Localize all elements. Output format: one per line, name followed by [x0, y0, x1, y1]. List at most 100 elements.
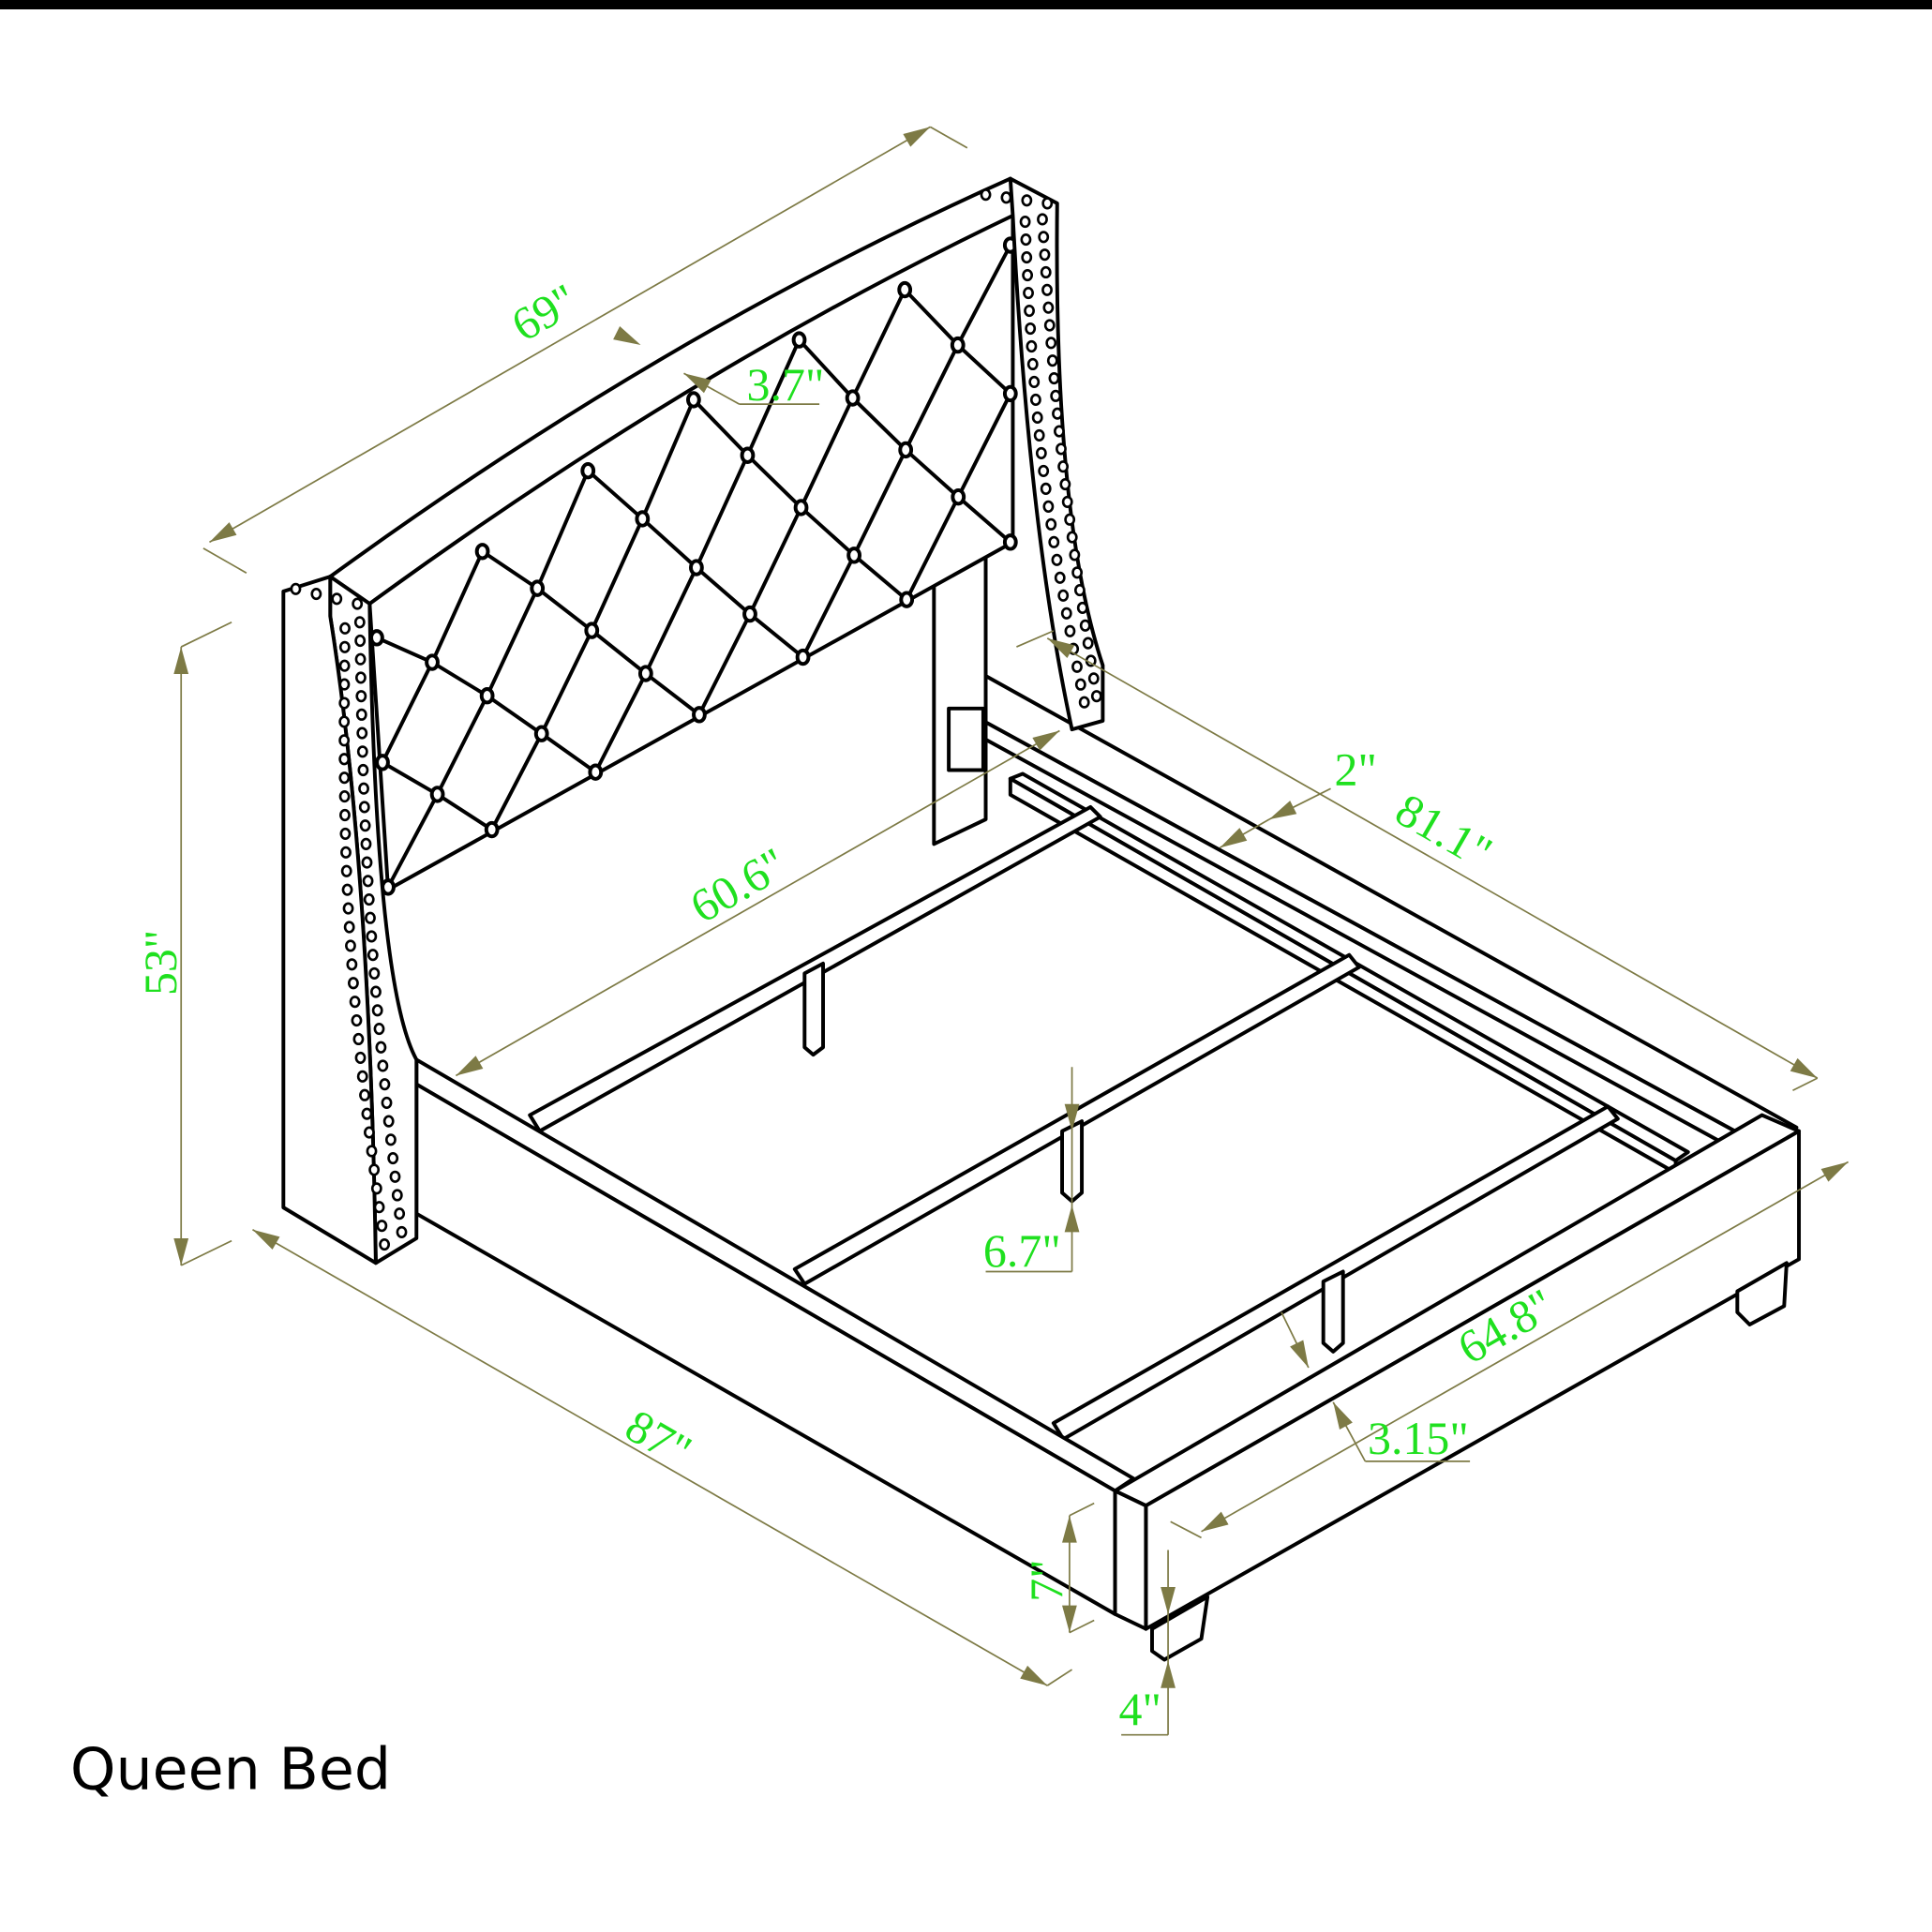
- tuft-seam: [694, 565, 752, 617]
- tuft-seam: [640, 397, 696, 521]
- dimension-arrow: [209, 522, 237, 543]
- tuft-button: [580, 461, 596, 480]
- nailhead: [1029, 393, 1041, 407]
- nailhead: [354, 671, 367, 684]
- footboard-front: [1144, 1129, 1802, 1631]
- tuft-button: [588, 763, 604, 781]
- dimension-arrow: [1062, 1515, 1077, 1543]
- nailhead-trim: [290, 188, 1102, 1251]
- tuft-seam: [797, 337, 855, 400]
- dimension-arrow: [1201, 1511, 1229, 1532]
- nailhead: [382, 1115, 395, 1128]
- tuft-seam: [905, 495, 961, 602]
- nailhead: [1069, 548, 1081, 562]
- nailhead: [1071, 566, 1084, 579]
- dimension-arrow: [1064, 1205, 1080, 1233]
- caption: Queen Bed: [70, 1736, 391, 1804]
- tuft-seam: [956, 391, 1012, 500]
- tuft-seam: [643, 565, 698, 676]
- nailhead: [370, 1182, 382, 1195]
- nailhead: [1028, 375, 1041, 389]
- dimension-arrow: [1290, 1340, 1309, 1368]
- nailhead: [1033, 428, 1045, 442]
- nailhead: [1071, 660, 1083, 673]
- tuft-seam: [850, 396, 908, 452]
- nailhead: [1059, 477, 1071, 491]
- nailhead: [387, 1151, 399, 1165]
- tuft-button: [635, 510, 651, 528]
- nailhead: [358, 782, 369, 795]
- nailhead: [361, 1107, 373, 1120]
- tuft-seam: [691, 397, 750, 457]
- label-leg-height: 4": [1118, 1683, 1161, 1735]
- label-headboard-height: 53": [134, 930, 187, 996]
- tuft-seam: [539, 628, 594, 736]
- nailhead: [1057, 460, 1070, 473]
- dimension-arrow: [1020, 1665, 1048, 1686]
- tuft-seam: [696, 612, 752, 717]
- tuft-seam: [640, 517, 698, 570]
- nailhead: [356, 745, 368, 758]
- tuft-button: [692, 706, 707, 724]
- nailhead: [352, 597, 364, 610]
- tuft-button: [951, 487, 966, 506]
- nailhead: [377, 1059, 389, 1072]
- nailhead: [354, 1051, 367, 1064]
- tuft-seam: [485, 586, 540, 698]
- nailhead: [1045, 517, 1057, 531]
- tuft-seam: [956, 495, 1012, 545]
- tuft-button: [795, 648, 811, 666]
- tuft-button: [369, 629, 384, 647]
- tuft-button: [898, 441, 914, 459]
- nailhead: [361, 856, 373, 869]
- tuft-button: [740, 446, 756, 464]
- headboard-panel: [367, 214, 1015, 891]
- nailhead: [355, 708, 367, 721]
- tuft-seam: [745, 453, 803, 510]
- tuft-button: [950, 336, 966, 354]
- tuft-seam: [903, 288, 960, 348]
- nailhead: [1051, 553, 1063, 566]
- tuft-seam: [590, 517, 645, 633]
- rail-bracket: [947, 706, 985, 772]
- tuft-seam: [430, 549, 485, 665]
- dimension-arrow: [1062, 1605, 1077, 1633]
- nailhead: [338, 659, 351, 672]
- tuft-seam: [381, 760, 440, 797]
- nailhead: [339, 622, 351, 635]
- label-headboard-width: 69": [502, 273, 586, 352]
- tuft-seam: [801, 553, 857, 659]
- label-inner-length: 60.6": [681, 837, 795, 933]
- tuft-seam: [904, 447, 961, 500]
- nailhead: [338, 771, 351, 785]
- tuft-button: [793, 499, 809, 517]
- nailhead: [1076, 601, 1088, 615]
- tuft-seam: [480, 549, 540, 591]
- nailhead: [368, 1163, 381, 1176]
- nailhead: [375, 1041, 387, 1054]
- slat-2: [792, 952, 1361, 1286]
- nailhead: [346, 958, 358, 971]
- nailhead: [1079, 619, 1091, 632]
- nailhead: [1048, 371, 1060, 385]
- nailhead: [343, 921, 355, 934]
- dimension-arrow: [1032, 730, 1060, 751]
- nailhead: [1066, 531, 1078, 544]
- tuft-seam: [955, 243, 1012, 348]
- tuft-seam: [535, 469, 591, 591]
- tuft-seam: [539, 731, 598, 774]
- nailhead: [1042, 500, 1055, 513]
- tuft-button: [429, 786, 445, 803]
- tuft-seam: [850, 288, 907, 400]
- headboard-post: [932, 552, 988, 846]
- tufting-pattern: [369, 236, 1018, 896]
- tuft-seam: [535, 586, 594, 633]
- tuft-button: [584, 622, 600, 639]
- nailhead: [373, 1022, 385, 1036]
- nailhead: [1054, 425, 1065, 438]
- tuft-seam: [374, 636, 435, 665]
- nailhead: [359, 1088, 370, 1101]
- dimension-arrow: [683, 373, 711, 394]
- nailhead: [1042, 301, 1055, 314]
